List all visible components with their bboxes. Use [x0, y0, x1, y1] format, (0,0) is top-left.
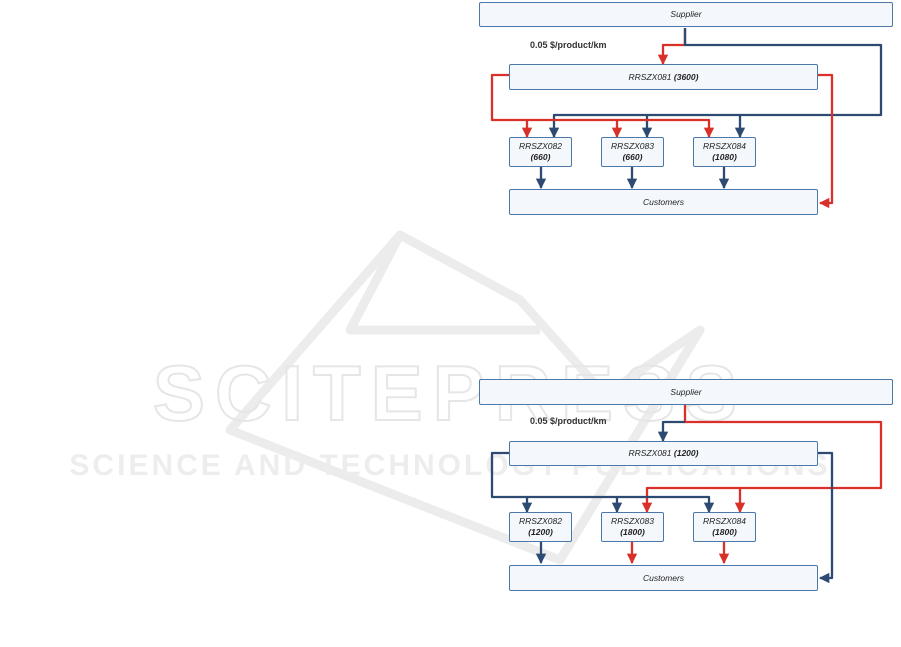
arrow-hub-to-node2 — [527, 120, 617, 137]
hub-box: RRSZX081 (3600) — [509, 64, 818, 90]
customers-box: Customers — [509, 565, 818, 591]
node-name: RRSZX082 — [519, 516, 562, 527]
supplier-label: Supplier — [670, 387, 701, 398]
arrow-hub-to-customers — [818, 75, 832, 203]
node-quantity: (1800) — [620, 527, 645, 538]
customers-box: Customers — [509, 189, 818, 215]
arrow-supplier-to-node3 — [647, 115, 740, 137]
node-quantity: (1800) — [712, 527, 737, 538]
hub-name: RRSZX081 — [629, 72, 672, 83]
hub-name: RRSZX081 — [629, 448, 672, 459]
cost-label: 0.05 $/product/km — [530, 416, 607, 426]
arrow2-supplier-to-node3 — [647, 488, 740, 512]
hub-quantity: (3600) — [674, 72, 699, 83]
arrow2-hub-to-node2 — [527, 497, 617, 512]
customers-label: Customers — [643, 573, 684, 584]
node-quantity: (660) — [531, 152, 551, 163]
node-name: RRSZX082 — [519, 141, 562, 152]
arrow2-hub-to-node3 — [617, 497, 709, 512]
node-box: RRSZX082 (660) — [509, 137, 572, 167]
node-name: RRSZX084 — [703, 516, 746, 527]
arrow2-supplier-to-hub — [663, 422, 685, 441]
supplier-label: Supplier — [670, 9, 701, 20]
arrow-supplier-to-node2 — [554, 115, 647, 137]
node-name: RRSZX083 — [611, 141, 654, 152]
node-quantity: (1200) — [528, 527, 553, 538]
hub-quantity: (1200) — [674, 448, 699, 459]
node-quantity: (660) — [623, 152, 643, 163]
node-box: RRSZX083 (660) — [601, 137, 664, 167]
customers-label: Customers — [643, 197, 684, 208]
hub-box: RRSZX081 (1200) — [509, 441, 818, 466]
node-quantity: (1080) — [712, 152, 737, 163]
arrow2-hub-to-customers — [818, 453, 832, 578]
supplier-box: Supplier — [479, 379, 893, 405]
cost-label: 0.05 $/product/km — [530, 40, 607, 50]
node-box: RRSZX084 (1800) — [693, 512, 756, 542]
node-box: RRSZX084 (1080) — [693, 137, 756, 167]
node-box: RRSZX083 (1800) — [601, 512, 664, 542]
arrow-supplier-to-hub — [663, 28, 685, 64]
supplier-box: Supplier — [479, 2, 893, 27]
arrow-hub-to-node3 — [617, 120, 709, 137]
node-name: RRSZX083 — [611, 516, 654, 527]
node-name: RRSZX084 — [703, 141, 746, 152]
node-box: RRSZX082 (1200) — [509, 512, 572, 542]
